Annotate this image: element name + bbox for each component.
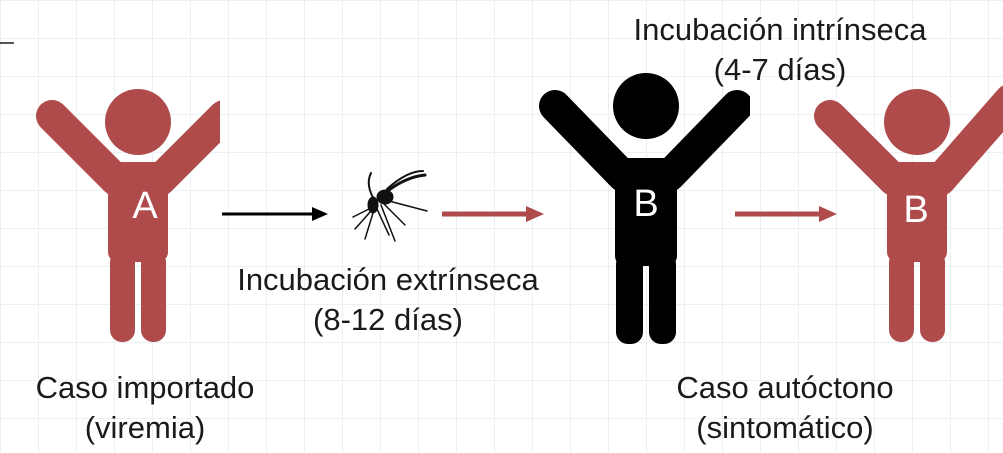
autochthonous-case-label: Caso autóctono (sintomático) [640, 368, 930, 448]
person-black-icon [539, 73, 753, 344]
autochthonous-line-2: (sintomático) [696, 410, 874, 445]
person-red-icon [814, 85, 1003, 342]
imported-line-2: (viremia) [84, 410, 206, 445]
person-a-figure: A [30, 0, 240, 360]
corner-mark [0, 42, 14, 44]
intrinsic-line-1: Incubación intrínseca [633, 12, 927, 47]
person-b2-figure: B [810, 0, 1003, 360]
arrow-black [222, 207, 328, 221]
imported-line-1: Caso importado [35, 370, 255, 405]
autochthonous-line-1: Caso autóctono [676, 370, 894, 405]
person-a-letter: A [132, 185, 158, 227]
person-b2-letter: B [903, 189, 929, 231]
extrinsic-line-2: (8-12 días) [313, 302, 463, 337]
person-b-letter: B [633, 183, 659, 225]
intrinsic-incubation-label: Incubación intrínseca (4-7 días) [590, 10, 970, 90]
arrow-red-2 [735, 206, 837, 222]
extrinsic-incubation-label: Incubación extrínseca (8-12 días) [198, 260, 578, 340]
intrinsic-line-2: (4-7 días) [713, 52, 847, 87]
person-red-icon [36, 89, 240, 342]
mosquito-icon [352, 170, 428, 242]
person-b-figure: B [535, 0, 753, 360]
extrinsic-line-1: Incubación extrínseca [237, 262, 539, 297]
imported-case-label: Caso importado (viremia) [0, 368, 290, 448]
arrow-red-1 [442, 206, 544, 222]
